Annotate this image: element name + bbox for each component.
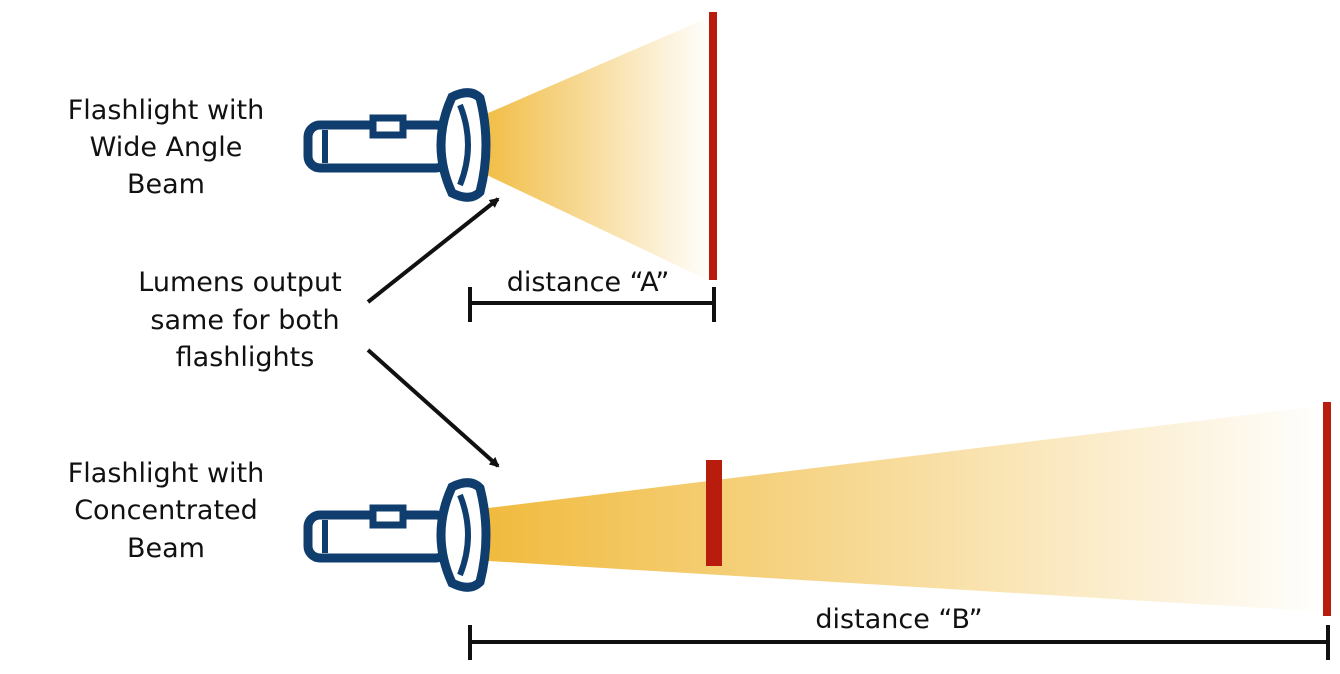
concentrated-flashlight-label-line3: Beam xyxy=(127,533,205,564)
target-line-b-far xyxy=(1323,402,1331,616)
wide-flashlight-label-line3: Beam xyxy=(127,169,205,200)
arrow-icon xyxy=(366,348,500,468)
concentrated-flashlight-label-line1: Flashlight with xyxy=(68,458,264,489)
distance-b-bracket xyxy=(468,625,1330,660)
lumens-label-line3: flashlights xyxy=(176,342,315,373)
distance-a-label: distance “A” xyxy=(507,267,670,298)
concentrated-beam xyxy=(472,405,1328,612)
wide-flashlight-label-line1: Flashlight with xyxy=(68,95,264,126)
arrow-icon xyxy=(366,197,500,304)
wide-flashlight-label-line2: Wide Angle xyxy=(90,132,243,163)
target-line-a xyxy=(709,12,717,280)
concentrated-flashlight-label-line2: Concentrated xyxy=(74,495,258,526)
lumens-label-line2: same for both xyxy=(150,305,339,336)
wide-angle-beam xyxy=(472,16,712,282)
lumens-label-line1: Lumens output xyxy=(138,267,341,298)
target-line-b-near xyxy=(706,460,722,566)
flashlight-icon xyxy=(303,88,491,202)
flashlight-icon xyxy=(303,478,491,592)
distance-b-label: distance “B” xyxy=(815,604,982,635)
distance-a-bracket xyxy=(468,287,716,322)
